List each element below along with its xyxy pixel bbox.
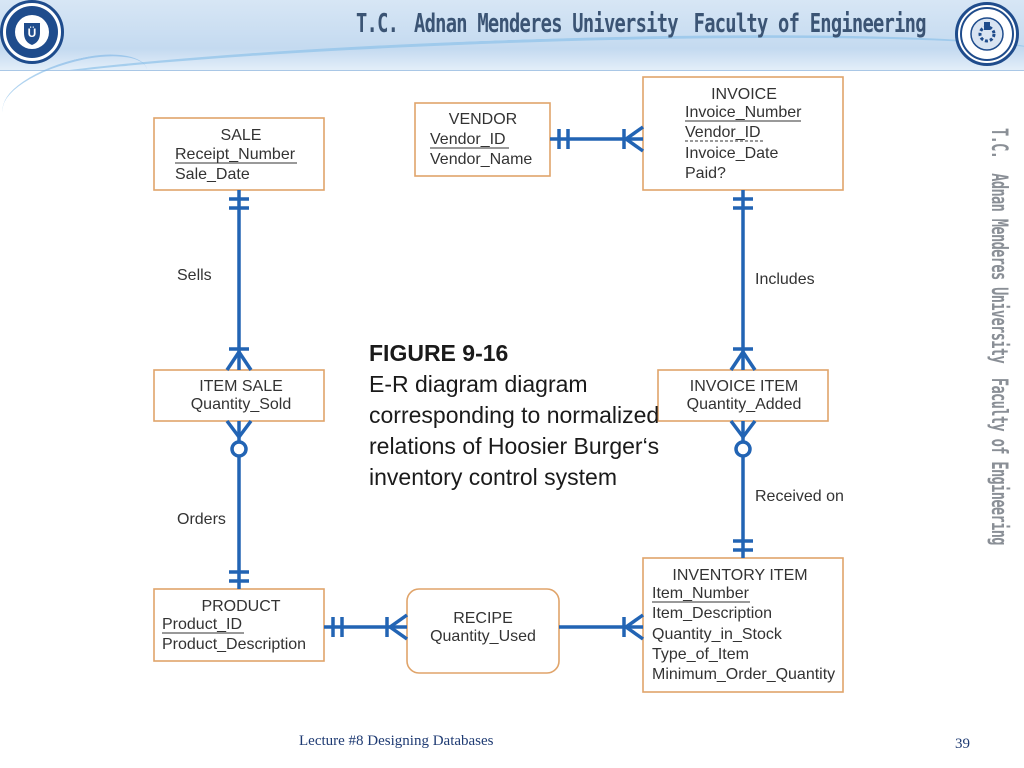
entity-inventory-item-attr-item-description: Item_Description [652,605,772,622]
entity-product-attr-product-id: Product_ID [162,616,242,633]
entity-vendor-attr-vendor-id: Vendor_ID [430,131,506,148]
relationship-label-sells: Sells [177,267,212,284]
relationship-vendor-invoice [550,125,645,153]
entity-invoice-attr-paid: Paid? [685,165,726,182]
entity-sale-attr-receipt-number: Receipt_Number [175,146,296,163]
entity-product-attr-product-description: Product_Description [162,636,306,653]
entity-item-sale-title: ITEM SALE [199,378,283,395]
relationship-label-orders: Orders [177,511,226,528]
entity-item-sale-attr-quantity-sold: Quantity_Sold [191,396,292,413]
entity-product-box [153,588,325,662]
relationship-label-includes: Includes [755,271,815,288]
relationship-orders [225,419,253,589]
relationship-sells [225,190,253,371]
entity-invoice-title: INVOICE [711,86,777,103]
entity-inventory-item-attr-item-number: Item_Number [652,585,750,602]
engineering-faculty-logo-ring [960,7,1014,61]
entity-product-title: PRODUCT [201,598,280,615]
entity-vendor-attr-vendor-name: Vendor_Name [430,151,532,168]
header-title: T.C. Adnan Menderes University Faculty of … [356,4,942,44]
header-title-faculty: Faculty of Engineering [693,9,927,39]
header-title-tc: T.C. [356,9,399,39]
entity-sale-box [153,117,325,191]
university-logo: Ü [0,0,64,64]
relationship-received-on [729,419,757,558]
engineering-faculty-logo [955,2,1019,66]
figure-number: FIGURE 9-16 [369,340,509,366]
university-logo-ring: Ü [6,6,58,58]
figure-description: E-R diagram diagram corresponding to nor… [369,371,660,490]
entity-sale-title: SALE [221,127,262,144]
page-number: 39 [955,736,970,752]
entity-invoice-item-attr-quantity-added: Quantity_Added [687,396,802,413]
entity-inventory-item-title: INVENTORY ITEM [672,567,807,584]
entity-invoice-box [642,76,844,191]
footer-lecture-title: Lecture #8 Designing Databases [299,733,494,749]
entity-inventory-item-attr-minimum-order-quantity: Minimum_Order_Quantity [652,666,835,683]
entity-recipe-attr-quantity-used: Quantity_Used [430,628,536,645]
entity-invoice-attr-vendor-id: Vendor_ID [685,124,761,141]
watermark-faculty: Faculty of Engineering [986,377,1011,545]
relationship-recipe-inventory-item [559,613,645,641]
vertical-watermark: T.C. Adnan Menderes UniversityFaculty of … [986,128,1024,688]
watermark-university: Adnan Menderes University [986,173,1011,364]
relationship-label-received-on: Received on [755,488,844,505]
entity-inventory-item-attr-quantity-in-stock: Quantity_in_Stock [652,626,783,643]
slide-header: T.C. Adnan Menderes University Faculty of … [0,0,1024,71]
watermark-tc: T.C. [986,128,1011,159]
entity-sale-attr-sale-date: Sale_Date [175,166,250,183]
entity-inventory-item-attr-type-of-item: Type_of_Item [652,646,749,663]
entity-vendor-title: VENDOR [449,111,517,128]
entity-invoice-attr-invoice-number: Invoice_Number [685,104,802,121]
entity-invoice-item-title: INVOICE ITEM [690,378,798,395]
entity-vendor-box [414,102,551,177]
relationship-product-recipe [324,613,409,641]
entity-recipe-title: RECIPE [453,610,513,627]
watermark-text: T.C. Adnan Menderes UniversityFaculty of … [986,128,1011,560]
header-title-university: Adnan Menderes University [414,9,678,39]
entity-recipe-box [406,588,560,674]
entity-invoice-attr-invoice-date: Invoice_Date [685,145,778,162]
figure-caption: FIGURE 9-16 E-R diagram diagram correspo… [369,338,689,493]
relationship-includes [729,190,757,371]
svg-text:Ü: Ü [28,25,37,40]
entity-inventory-item-box [642,557,844,693]
